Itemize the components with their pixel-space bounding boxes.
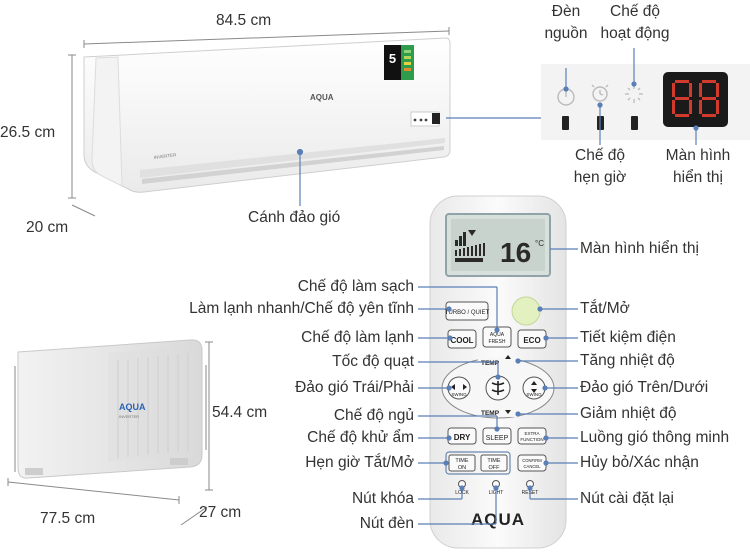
indoor-dimension-lines [68,27,450,217]
remote-connectors [418,248,578,525]
swing-lr-label: Đảo gió Trái/Phải [295,379,414,396]
aqua-fresh-label-1: AQUA [490,332,505,338]
fan-icon [491,381,505,395]
mode-led [631,116,638,130]
display-label-line2: hiển thị [673,169,723,186]
timer-label-line1: Chế độ [575,147,625,164]
indoor-seven-segment-display [663,72,728,127]
sleep-button-label: SLEEP [486,435,509,442]
remote-lcd-icons [455,230,485,262]
eco-label: Tiết kiệm điện [580,329,676,346]
smart-air-label: Luồng gió thông minh [580,429,730,446]
svg-text:°C: °C [535,239,544,248]
time-on-label-1: TIME [455,458,468,464]
remote-lcd-temperature: 16 [500,237,531,268]
lock-label: Nút khóa [351,490,414,507]
svg-text:INVERTER: INVERTER [154,152,178,160]
display-panel-zoom [541,64,750,140]
power-button[interactable] [511,296,541,326]
extra-label-1: EXTRA [524,431,539,436]
extra-label-2: FUNCTION [520,437,543,442]
cool-button-label: COOL [450,336,473,345]
swing-left-label: SWING [451,392,467,397]
indoor-connectors [296,48,699,206]
temp-up-arrow-icon[interactable] [505,355,511,359]
turbo-quiet-button-label: TURBO / QUIET [445,310,490,316]
temp-down-label: TEMP [481,410,500,417]
time-on-label-2: ON [458,465,466,471]
seven-segment-digits [672,80,719,117]
temp-down-arrow-icon[interactable] [505,410,511,414]
eco-button-label: ECO [523,336,540,345]
timer-onoff-label: Hẹn giờ Tắt/Mở [305,454,414,471]
outdoor-width-label: 77.5 cm [40,510,96,527]
sleep-mode-label: Chế độ ngủ [333,407,414,424]
cancel-confirm-label: Hủy bỏ/Xác nhận [580,454,699,471]
confirm-label-1: CONFIRM [522,458,542,463]
outdoor-depth-label: 27 cm [199,504,242,521]
aqua-fresh-label-2: FRESH [489,339,506,345]
dry-button-label: DRY [454,433,471,442]
remote-display-label: Màn hình hiển thị [580,240,699,257]
mode-label-line1: Chế độ [610,3,660,20]
temp-up-text-label: Tăng nhiệt độ [580,352,675,369]
indoor-depth-label: 20 cm [26,219,69,236]
temp-up-label: TEMP [481,360,500,367]
turbo-quiet-button[interactable] [445,301,489,321]
svg-text:5: 5 [389,51,396,66]
cool-mode-label: Chế độ làm lạnh [301,329,414,346]
mode-sun-icon [625,85,643,103]
reset-label: Nút cài đặt lại [580,490,674,507]
power-light-label-line2: nguồn [544,25,588,42]
swing-ud-label: Đảo gió Trên/Dưới [580,379,709,396]
display-label-line1: Màn hình [665,147,731,164]
remote-brand-logo: AQUA [471,510,525,529]
indoor-width-label: 84.5 cm [216,12,272,29]
svg-text:INVERTER: INVERTER [119,414,139,419]
indoor-unit: 5 AQUA INVERTER [83,37,451,193]
indoor-brand-logo: AQUA [310,93,334,102]
outdoor-height-label: 54.4 cm [212,404,268,421]
time-off-button[interactable] [480,454,508,472]
power-label: Tắt/Mở [580,300,630,317]
outdoor-brand-logo: AQUA [119,402,146,412]
dry-mode-label: Chế độ khử ẩm [307,429,414,446]
swing-left-right-icon [451,384,467,390]
turbo-quiet-label: Làm lạnh nhanh/Chế độ yên tĩnh [189,300,414,317]
outdoor-dimension-lines [7,341,213,526]
outdoor-unit: AQUA INVERTER [14,339,207,479]
time-on-button[interactable] [448,454,476,472]
mode-label-line2: hoạt động [600,25,670,42]
clean-mode-label: Chế độ làm sạch [297,278,414,295]
timer-clock-icon [591,84,609,102]
time-off-label-2: OFF [489,465,501,471]
power-led [562,116,569,130]
power-light-label-line1: Đèn [551,3,581,20]
confirm-label-2: CANCEL [524,464,542,469]
fan-speed-label: Tốc độ quạt [332,353,414,370]
light-label: Nút đèn [359,515,414,532]
time-off-label-1: TIME [487,458,500,464]
timer-label-line2: hẹn giờ [573,169,627,186]
temp-down-text-label: Giảm nhiệt độ [580,405,677,422]
swing-right-label: SWING [526,392,542,397]
louver-label: Cánh đảo gió [248,209,341,226]
swing-up-down-icon [531,381,537,393]
indoor-height-label: 26.5 cm [0,124,56,141]
